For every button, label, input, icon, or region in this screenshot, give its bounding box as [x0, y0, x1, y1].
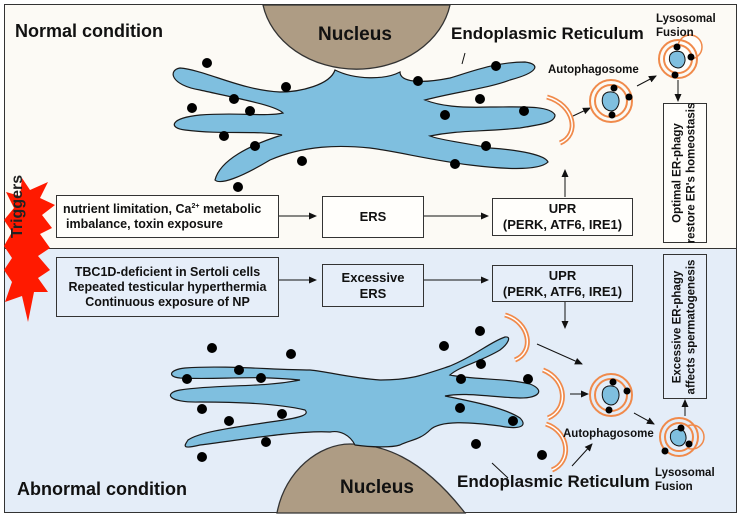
lysosomal-label-abnormal-2: Fusion	[655, 481, 693, 493]
normal-upr-line2: (PERK, ATF6, IRE1)	[502, 217, 623, 232]
abnormal-outcome-line1: Excessive ER-phagy	[671, 270, 684, 383]
er-abnormal	[169, 336, 540, 448]
abnormal-trigger-line2: Repeated testicular hyperthermia	[68, 279, 267, 294]
ribosomes-abnormal	[182, 326, 547, 462]
normal-trigger-line1-suffix: metabolic	[199, 201, 262, 216]
abnormal-upr-box: UPR (PERK, ATF6, IRE1)	[492, 265, 633, 302]
abnormal-ers-line2: ERS	[359, 285, 387, 301]
nucleus-abnormal	[276, 443, 467, 514]
abnormal-outcome-line2: affects spermatogenesis	[686, 259, 698, 394]
abnormal-ers-line1: Excessive	[341, 269, 405, 285]
nucleus-label-normal: Nucleus	[318, 24, 392, 45]
er-label-abnormal: Endoplasmic Reticulum	[457, 472, 650, 491]
normal-trigger-line1: nutrient limitation, Ca	[63, 201, 192, 216]
er-label-normal: Endoplasmic Reticulum	[451, 24, 644, 43]
normal-upr-line1: UPR	[548, 201, 577, 217]
abnormal-upr-line1: UPR	[548, 267, 577, 283]
calcium-superscript: 2+	[191, 202, 200, 210]
lysosomal-fusion-abnormal	[659, 417, 705, 457]
er-normal	[172, 61, 556, 183]
lysosomal-fusion-normal	[658, 34, 703, 79]
normal-outcome-line2: restore ER's homeostasis	[686, 102, 698, 244]
normal-outcome-line1: Optimal ER-phagy	[671, 123, 684, 223]
triggers-label: Triggers	[9, 174, 26, 238]
normal-trigger-line2: imbalance, toxin exposure	[66, 216, 223, 231]
autophagosome-normal	[589, 79, 633, 123]
nucleus-label-abnormal: Nucleus	[340, 477, 414, 498]
autophagosome-abnormal	[589, 373, 633, 417]
normal-triggers-box: nutrient limitation, Ca2+ metabolic imba…	[56, 195, 279, 238]
abnormal-condition-title: Abnormal condition	[17, 479, 187, 499]
autophagosome-label-normal: Autophagosome	[548, 64, 639, 76]
normal-ers-box: ERS	[322, 196, 424, 238]
abnormal-ers-box: Excessive ERS	[322, 264, 424, 307]
normal-outcome-box: Optimal ER-phagy restore ER's homeostasi…	[663, 103, 707, 243]
er-pointer-abnormal	[491, 462, 509, 479]
ribosomes-normal	[187, 58, 529, 192]
nucleus-normal	[262, 4, 451, 70]
lysosomal-label-normal-2: Fusion	[656, 27, 694, 39]
abnormal-trigger-line3: Continuous exposure of NP	[85, 294, 250, 309]
er-pointer-normal	[461, 52, 466, 65]
lysosomal-label-abnormal-1: Lysosomal	[655, 467, 715, 479]
normal-ers-label: ERS	[359, 209, 387, 225]
triggers-burst-icon	[4, 178, 55, 322]
lysosomal-label-normal-1: Lysosomal	[656, 13, 716, 25]
abnormal-triggers-box: TBC1D-deficient in Sertoli cells Repeate…	[56, 257, 279, 317]
normal-condition-title: Normal condition	[15, 21, 163, 41]
abnormal-trigger-line1: TBC1D-deficient in Sertoli cells	[74, 264, 261, 279]
abnormal-upr-line2: (PERK, ATF6, IRE1)	[502, 283, 623, 299]
autophagosome-label-abnormal: Autophagosome	[563, 428, 654, 440]
abnormal-outcome-box: Excessive ER-phagy affects spermatogenes…	[663, 254, 707, 399]
phagophores-abnormal	[504, 312, 569, 473]
normal-upr-box: UPR (PERK, ATF6, IRE1)	[492, 198, 633, 236]
